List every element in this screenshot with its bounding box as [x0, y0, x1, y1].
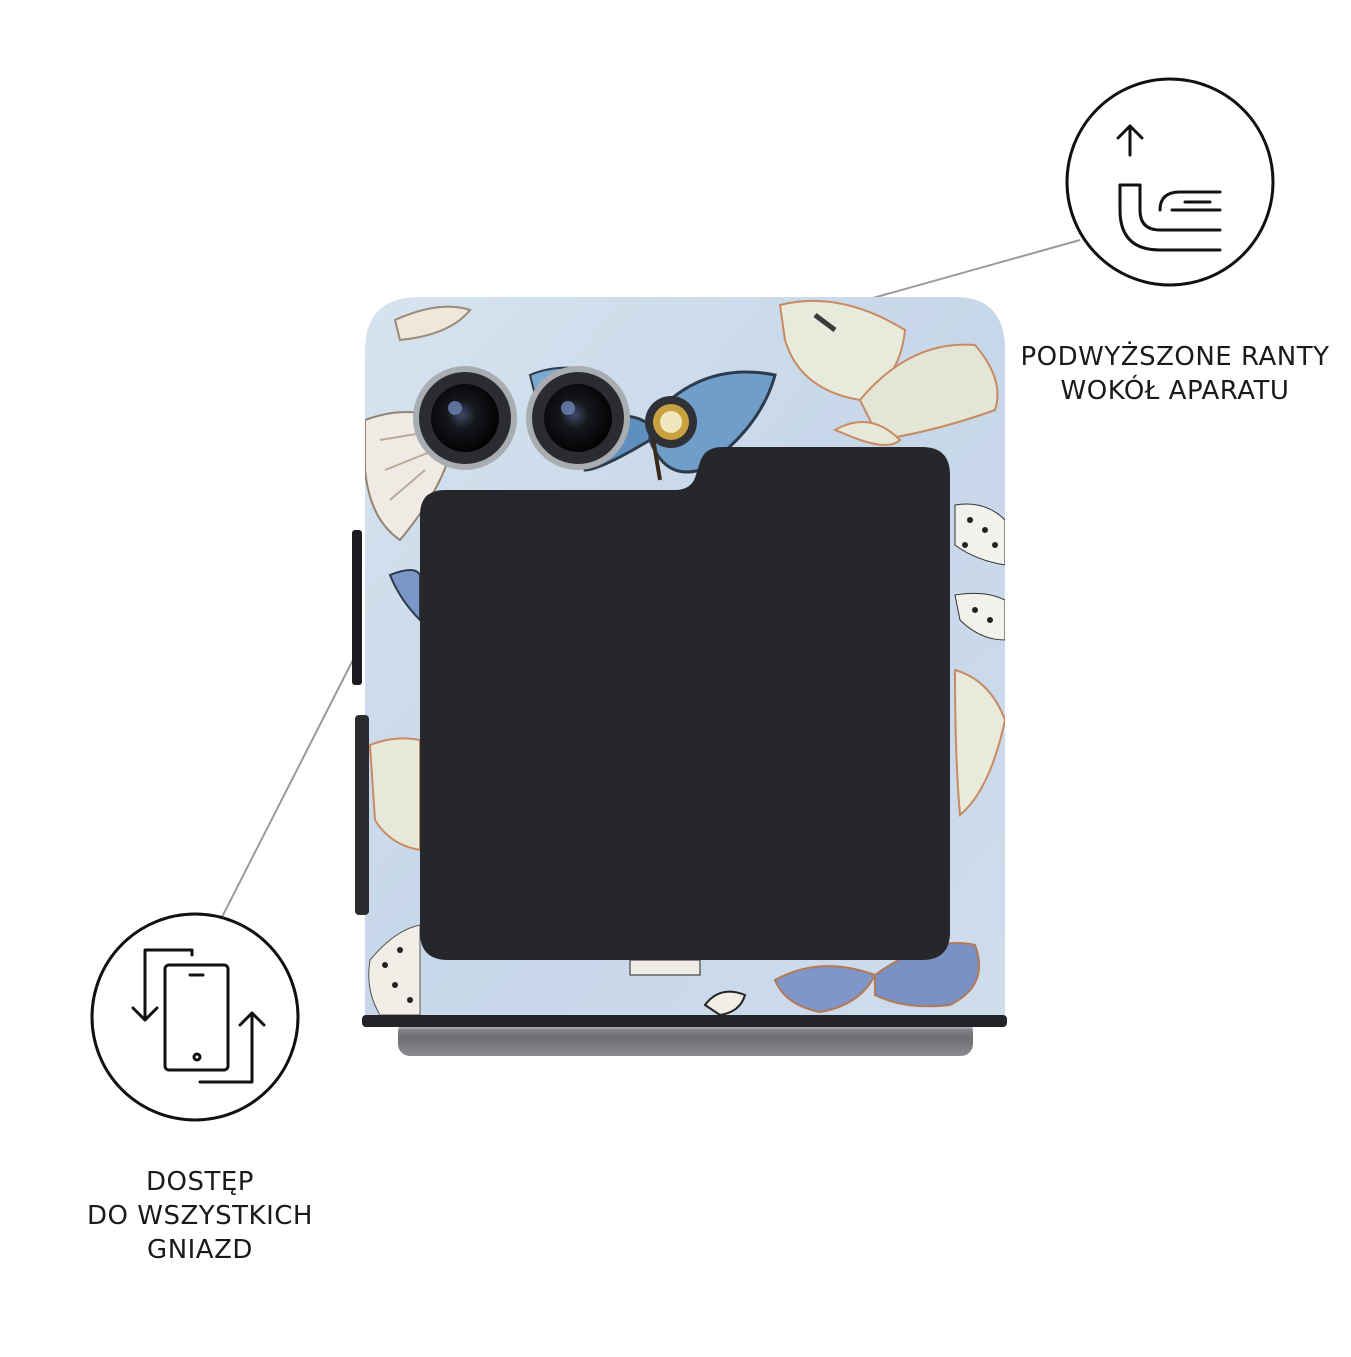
butterfly — [368, 924, 421, 1015]
raised-edge-camera-icon — [1065, 77, 1275, 287]
feature-label-line: WOKÓŁ APARATU — [1060, 376, 1290, 406]
feature-label-line: GNIAZD — [147, 1235, 253, 1265]
butterfly — [393, 305, 472, 342]
hinge — [398, 1020, 973, 1056]
butterfly — [778, 299, 999, 446]
butterfly — [953, 668, 1005, 817]
phone-case-back — [352, 297, 1007, 1027]
feature-label-line: DO WSZYSTKICH — [87, 1201, 313, 1231]
feature-label-port-access: DOSTĘP DO WSZYSTKICH GNIAZD — [60, 1165, 340, 1267]
cover-screen — [420, 447, 950, 960]
butterfly — [954, 503, 1005, 641]
butterfly — [629, 959, 747, 1015]
feature-label-line: DOSTĘP — [146, 1167, 254, 1197]
ports-callout-line — [221, 649, 359, 918]
feature-label-line: PODWYŻSZONE RANTY — [1020, 342, 1330, 372]
feature-label-raised-edges: PODWYŻSZONE RANTY WOKÓŁ APARATU — [1005, 340, 1345, 408]
phone-rotate-access-icon — [90, 912, 300, 1122]
camera-module — [413, 366, 697, 470]
